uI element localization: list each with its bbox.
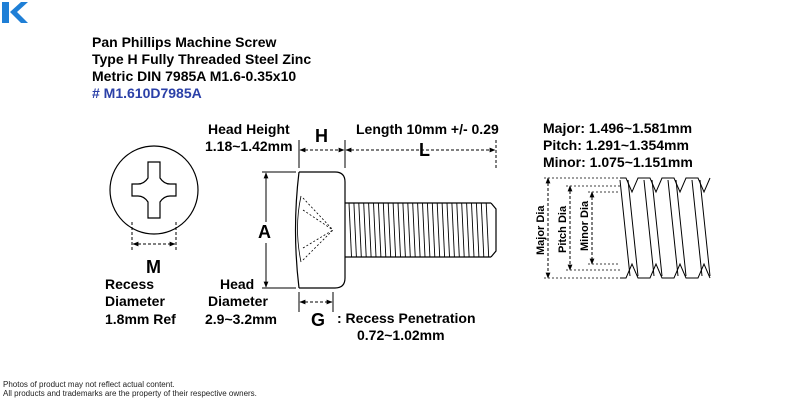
thread-line: [402, 202, 406, 258]
part-number: # M1.610D7985A: [92, 85, 202, 101]
thread-line: [417, 202, 421, 258]
pitch-dia-label: Pitch Dia: [557, 205, 569, 253]
thread-line: [456, 202, 460, 258]
title-line-1: Pan Phillips Machine Screw: [92, 34, 277, 50]
head-height-label: Head Height: [208, 121, 290, 137]
dim-a: A: [257, 222, 272, 243]
thread-flank: [651, 179, 663, 277]
thread-detail: [544, 177, 711, 279]
thread-minor: Minor: 1.075~1.151mm: [543, 154, 693, 170]
title-line-2: Type H Fully Threaded Steel Zinc: [92, 51, 312, 67]
thread-pitch: Pitch: 1.291~1.354mm: [543, 137, 689, 153]
thread-line: [358, 202, 362, 258]
thread-flank: [619, 179, 631, 277]
thread-line: [363, 202, 367, 258]
thread-line: [461, 202, 465, 258]
thread-line: [446, 202, 450, 258]
dim-h: H: [315, 126, 328, 146]
recess-diameter-line1: Recess: [105, 276, 155, 292]
dim-g: G: [311, 310, 326, 330]
thread-line: [353, 202, 357, 258]
thread-line: [407, 202, 411, 258]
thread-line: [426, 202, 431, 258]
length-label: Length 10mm +/- 0.29: [356, 121, 499, 137]
thread-line: [392, 202, 397, 258]
thread-profile: [620, 177, 711, 194]
thread-line: [412, 202, 416, 258]
head-diameter-line3: 2.9~3.2mm: [205, 311, 277, 327]
thread-line: [368, 202, 372, 258]
recess-diameter-line3: 1.8mm Ref: [105, 311, 176, 327]
head-diameter-line2: Diameter: [208, 293, 268, 309]
thread-flank: [699, 179, 711, 277]
thread-flank: [667, 179, 679, 277]
dim-m: M: [146, 257, 161, 277]
product-title: Pan Phillips Machine Screw Type H Fully …: [92, 34, 311, 102]
footer-disclaimer-1: Photos of product may not reflect actual…: [3, 380, 175, 389]
thread-line: [480, 202, 485, 258]
recess-penetration-value: 0.72~1.02mm: [357, 327, 445, 343]
thread-major: Major: 1.496~1.581mm: [543, 120, 693, 136]
minor-dia-label: Minor Dia: [579, 200, 591, 251]
thread-line: [485, 202, 490, 258]
thread-flank: [643, 179, 655, 277]
thread-flank: [627, 179, 639, 277]
thread-flank: [675, 179, 687, 277]
thread-line: [441, 202, 446, 258]
recess-penetration-label: : Recess Penetration: [337, 310, 476, 326]
title-line-3: Metric DIN 7985A M1.6-0.35x10: [92, 68, 297, 84]
footer-disclaimer-2: All products and trademarks are the prop…: [3, 389, 257, 398]
thread-line: [431, 202, 436, 258]
thread-line: [373, 202, 377, 258]
thread-line: [466, 202, 470, 258]
head-height-value: 1.18~1.42mm: [205, 138, 293, 154]
thread-line: [451, 202, 455, 258]
thread-line: [387, 202, 392, 258]
thread-line: [471, 202, 475, 258]
major-dia-label: Major Dia: [535, 205, 547, 255]
thread-line: [397, 202, 401, 258]
thread-line: [475, 202, 480, 258]
thread-line: [382, 202, 387, 258]
head-diameter-line1: Head: [220, 276, 255, 292]
thread-flank: [691, 179, 703, 277]
screw-side-view: [294, 171, 497, 289]
thread-line: [436, 202, 441, 258]
recess-diameter-line2: Diameter: [105, 293, 165, 309]
thread-line: [377, 202, 382, 258]
thread-line: [422, 202, 426, 258]
thread-line: [348, 202, 352, 258]
dim-l: L: [419, 140, 430, 160]
head-top-view: [109, 145, 199, 235]
thread-profile: [620, 262, 711, 279]
